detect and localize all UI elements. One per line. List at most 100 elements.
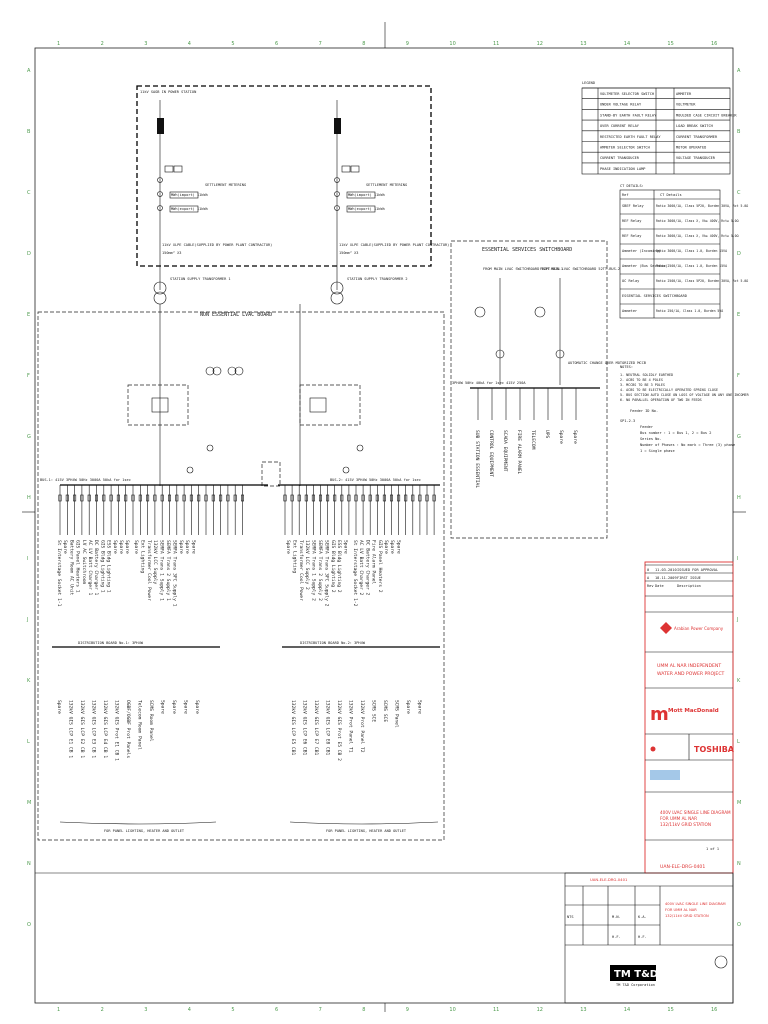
grid-col-top: 7 xyxy=(319,41,322,47)
mccb-symbol xyxy=(382,494,386,502)
feeder-id-line: Series No. xyxy=(640,437,662,441)
ct-ref: ESSENTIAL SERVICES SWITCHBOARD xyxy=(622,294,687,298)
grid-col-bottom: 11 xyxy=(493,1007,499,1013)
feeder-label: 132kV GIS Prot E5 CB 2 xyxy=(336,700,342,761)
mccb-symbol xyxy=(160,494,164,502)
feeder-label: Spare xyxy=(183,700,189,714)
feeder-label: Spare xyxy=(124,540,130,554)
cable-note-right: 11kV XLPE CABLE(SUPPLIED BY POWER PLANT … xyxy=(339,243,449,247)
project-line1: UMM AL NAR INDEPENDENT xyxy=(657,663,721,669)
transformer-2-label: STATION SUPPLY TRANSFORMER 2 xyxy=(347,277,408,281)
mccb-symbol xyxy=(219,494,223,502)
ess-feeder-label: SCADA EQUIPMENT xyxy=(502,430,508,472)
feeder-label: Spare xyxy=(194,700,200,714)
grid-col-bottom: 4 xyxy=(188,1007,191,1013)
legend-item-left: CURRENT TRANSDUCER xyxy=(600,156,640,160)
grid-row-right: G xyxy=(737,434,741,440)
scale-value: NTS xyxy=(567,915,574,919)
mccb-symbol xyxy=(95,494,99,502)
ct-ref: REF Relay xyxy=(622,219,642,223)
feeder-label: Spare xyxy=(160,700,166,714)
mccb-symbol xyxy=(326,494,330,502)
feeder-label: 132kV GIS LCP E6 CB1 xyxy=(302,700,308,756)
dist-board-2-label: DISTRIBUTION BOARD No.2: 3PH4W xyxy=(300,641,366,645)
ct-ref: Ammeter xyxy=(622,309,638,313)
panel-note-1: FOR PANEL LIGHTING, HEATER AND OUTLET xyxy=(104,829,185,833)
feeder-label: 132kV GIS LCP E3 CB 1 xyxy=(91,700,97,758)
mccb-symbol xyxy=(354,494,358,502)
feeder-label: 132kV GIS LCP E4 CB 1 xyxy=(102,700,108,758)
grid-col-bottom: 16 xyxy=(711,1007,717,1013)
feeder-label: SEMFA Trans 1 Supply 1 xyxy=(159,540,165,601)
feeder-label: SEMFA Trans 3FC Supply 1 xyxy=(171,540,177,607)
transformer-1-label: STATION SUPPLY TRANSFORMER 1 xyxy=(170,277,231,281)
feeder-label: GIS Panel Heaters 2 xyxy=(377,540,383,593)
ess-feeder-label: FIRE ALARM PANEL xyxy=(516,430,522,474)
legend-item-right: MOTOR OPERATED xyxy=(676,146,706,150)
feeder-label: 132kV GIS LCP E5 CB1 xyxy=(290,700,296,756)
feeder-id-line: Number of Phases : No mark = Three (3) p… xyxy=(640,443,735,447)
rev-description: Description xyxy=(677,584,701,588)
mccb-symbol xyxy=(80,494,84,502)
mccb-symbol xyxy=(432,494,436,502)
feeder-label: SCMS SCE xyxy=(371,700,377,722)
feeder-label: SCMS Panel xyxy=(394,700,400,728)
mccb-symbol xyxy=(397,494,401,502)
feeder-label: GIS Bldg Lighting 1 xyxy=(99,540,105,593)
metering-title-right: SETTLEMENT METERING xyxy=(366,183,407,187)
ct-detail: Ratio 2500/1A, Class 5P20, Burden 30VA, … xyxy=(656,279,748,283)
grid-row-left: B xyxy=(27,129,31,135)
feeder-label: DC Battery Charger 2 xyxy=(364,540,370,596)
company-logo: TM T&D TM T&D Corporation xyxy=(610,965,658,987)
mccb-symbol xyxy=(404,494,408,502)
feeder-label: AC LV Batt Charger 1 xyxy=(87,540,93,596)
ct-detail: Ratio 2500/1A, Class 1.0, Burden 15VA xyxy=(656,264,727,268)
note-item: 1. NEUTRAL SOLIDLY EARTHED xyxy=(620,373,673,377)
feeder-label: St Interstage Socket 1-2 xyxy=(352,540,358,607)
substation-label: 11kV SAGB IN POWER STATION xyxy=(140,90,196,94)
grid-col-bottom: 12 xyxy=(537,1007,543,1013)
mwh-import-left: MWh(import) 11kWh xyxy=(171,193,208,197)
feeder-label: 132kV GIS Prot E1 CB 1 xyxy=(114,700,120,761)
mccb-symbol xyxy=(131,494,135,502)
feeder-label: Spare xyxy=(383,540,389,554)
note-item: 2. ACBS TO BE 4 POLES xyxy=(620,378,663,382)
feeder-label: Spare xyxy=(191,540,197,554)
rev-letter: A xyxy=(647,576,650,580)
legend-item-left: VOLTMETER SELECTOR SWITCH xyxy=(600,92,654,96)
feeder-label: SCMS SCE xyxy=(382,700,388,722)
bottom-title-line3: 132/11kV GRID STATION xyxy=(665,914,709,918)
grid-row-right: N xyxy=(737,861,741,867)
mccb-symbol xyxy=(425,494,429,502)
grid-col-top: 14 xyxy=(624,41,630,47)
rev-letter: Rev xyxy=(647,584,654,588)
drawing-title-line2: FOR UMM AL NAR xyxy=(660,816,697,821)
feeder-label: Spare xyxy=(178,540,184,554)
ess-feeder-label: TELECOM xyxy=(530,430,536,450)
feeder-label: ESS Bldg Lighting 2 xyxy=(336,540,342,593)
cable-spec-right: 150mm² X3 xyxy=(339,251,358,255)
ct-ref: Ammeter (Bus Section) xyxy=(622,264,667,268)
note-item: 4. ACBS TO BE ELECTRICALLY OPERATED SPRI… xyxy=(620,388,718,392)
client-logo: Arabian Power Company xyxy=(660,622,724,634)
from-main-1: FROM MAIN LVAC SWITCHBOARD 52TT-BUS-1 xyxy=(483,267,563,271)
feeder-label: Spare xyxy=(389,540,395,554)
rev-letter: 0 xyxy=(647,568,649,572)
ct-ref: SBEF Relay xyxy=(622,204,644,208)
feeder-label: Ext Lighting xyxy=(291,540,297,573)
ct-detail: Ratio 250/1A, Class 1.0, Burden 5VA xyxy=(656,309,723,313)
note-item: 3. MCCBS TO BE 3 POLES xyxy=(620,383,665,387)
cable-spec-left: 150mm² X3 xyxy=(162,251,181,255)
feeder-label: Spare xyxy=(56,700,62,714)
legend-item-left: OVER CURRENT RELAY xyxy=(600,124,640,128)
rev-date: 18.11.2009 xyxy=(655,576,677,580)
ct-ref: Ammeter (Incoming) xyxy=(622,249,661,253)
mccb-symbol xyxy=(297,494,301,502)
feeder-label: Spare xyxy=(285,540,291,554)
bottom-title-line2: FOR UMM AL NAR xyxy=(665,908,697,912)
grid-row-left: C xyxy=(27,190,31,196)
